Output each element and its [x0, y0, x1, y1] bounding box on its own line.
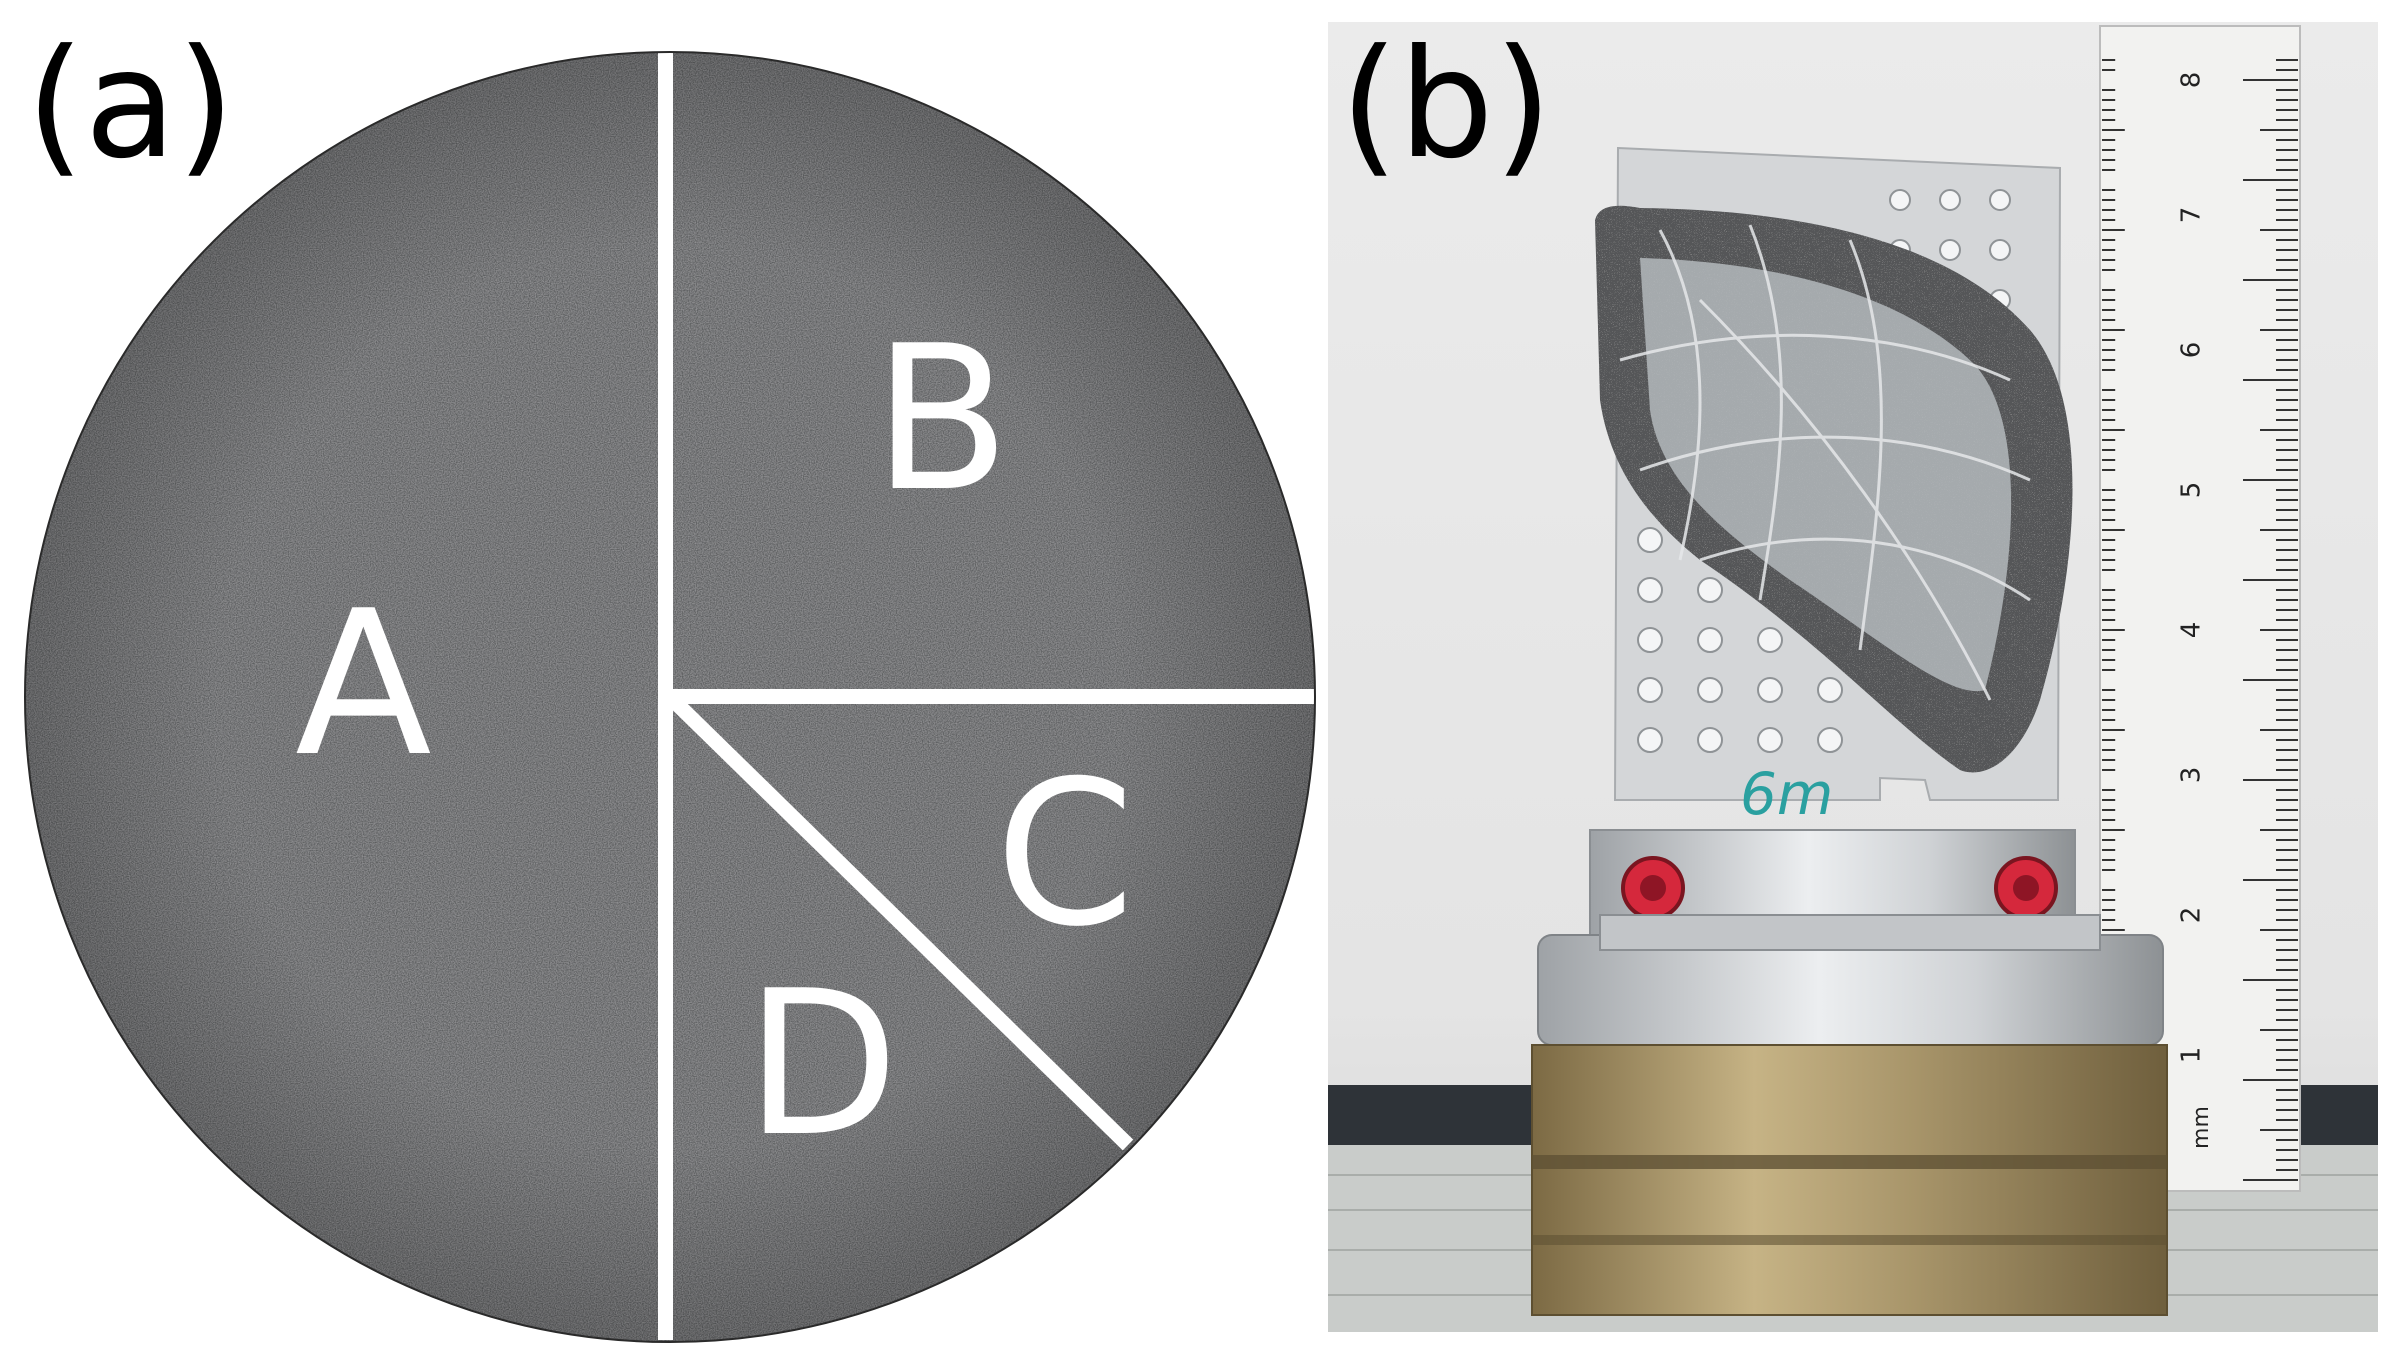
plate-hole [1697, 627, 1723, 653]
ruler-number: 6 [2176, 341, 2207, 359]
panel-label-b: (b) [1340, 18, 1553, 192]
horizontal-divider [673, 689, 1315, 704]
plate-hole [1817, 677, 1843, 703]
plate-hole [1757, 727, 1783, 753]
plate-hole [1637, 627, 1663, 653]
panel-b [1328, 22, 2378, 1332]
disk-outline [24, 51, 1316, 1343]
ruler-ticks [2102, 59, 2298, 1181]
panel-label-a: (a) [26, 18, 235, 192]
binding-wires [1619, 224, 2031, 701]
sector-label-c: C [995, 738, 1135, 971]
plate-hole [1637, 677, 1663, 703]
ruler-number: 3 [2176, 766, 2207, 784]
plate-hole [1939, 239, 1961, 261]
ruler-number: 5 [2176, 481, 2207, 499]
plate-hole [1637, 527, 1663, 553]
sector-label-b: B [873, 303, 1011, 536]
plate-hole [1697, 677, 1723, 703]
quarter-disk-sample [1595, 205, 2073, 773]
plate-hole [1989, 189, 2011, 211]
ruler-number: 8 [2176, 71, 2207, 89]
panel-a [24, 51, 1316, 1343]
plate-hole [1757, 677, 1783, 703]
ruler-number: 7 [2176, 206, 2207, 224]
plate-hole [1637, 577, 1663, 603]
pen-marking: 6m [1740, 760, 1834, 828]
vertical-divider [658, 52, 673, 1340]
brass-base [1531, 1044, 2168, 1316]
aluminium-ring [1537, 914, 2164, 1046]
plate-hole [1817, 727, 1843, 753]
diagonal-divider [667, 694, 1134, 1151]
plate-hole [1889, 189, 1911, 211]
ruler-number: 2 [2176, 906, 2207, 924]
plate-hole [1637, 727, 1663, 753]
plate-hole [1939, 189, 1961, 211]
plate-hole [1989, 239, 2011, 261]
sector-label-a: A [295, 568, 432, 801]
plate-hole [1757, 627, 1783, 653]
ruler-number: 1 [2176, 1046, 2207, 1064]
ruler-number: 4 [2176, 621, 2207, 639]
plate-hole [1697, 727, 1723, 753]
sector-dividers [658, 52, 1315, 1340]
ruler-unit: mm [2188, 1106, 2214, 1149]
plate-hole [1697, 577, 1723, 603]
sector-label-d: D [745, 948, 900, 1181]
